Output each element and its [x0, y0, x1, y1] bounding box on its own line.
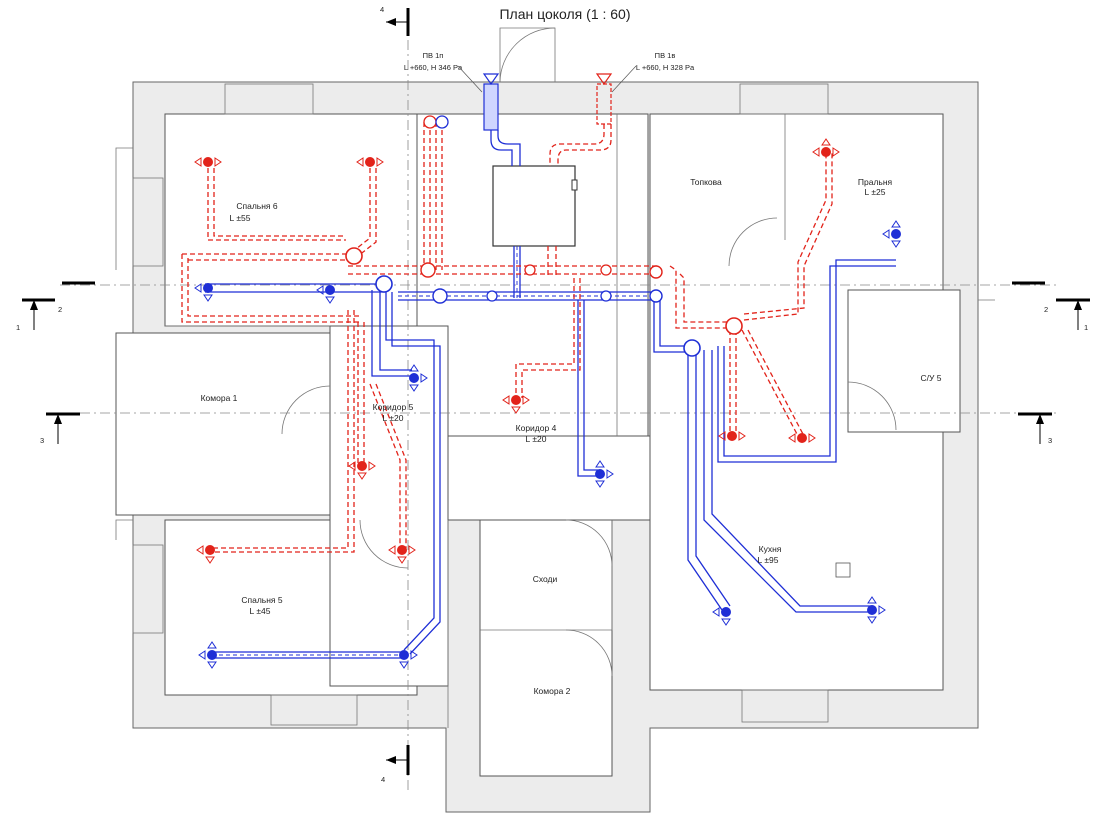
- room-flow-corridor-5: L ±20: [383, 413, 404, 423]
- room-flow-bedroom-5: L ±45: [250, 606, 271, 616]
- room-flow-kitchen: L ±95: [758, 555, 779, 565]
- room-name-laundry: Пральня: [858, 177, 893, 187]
- section-markers: 1 2 3 2 1 3 4 4: [16, 5, 1090, 784]
- room-name-storage-1: Комора 1: [201, 393, 238, 403]
- room-name-bedroom-6: Спальня 6: [236, 201, 278, 211]
- unit-pv1p-name: ПВ 1п: [423, 51, 444, 60]
- room-name-wc-5: С/У 5: [921, 373, 942, 383]
- room-name-corridor-5: Коридор 5: [373, 402, 414, 412]
- section-label-1-left: 1: [16, 323, 20, 332]
- section-label-4-top: 4: [380, 5, 384, 14]
- room-name-stairs: Сходи: [533, 574, 558, 584]
- section-label-3-left: 3: [40, 436, 44, 445]
- section-label-2-left: 2: [58, 305, 62, 314]
- room-name-boiler: Топкова: [690, 177, 722, 187]
- section-label-1-right: 1: [1084, 323, 1088, 332]
- room-flow-laundry: L ±25: [865, 187, 886, 197]
- doors: [281, 27, 897, 677]
- duct-fittings: [345, 115, 743, 357]
- extract-grilles: [194, 220, 901, 669]
- room-labels: Спальня 6 L ±55 Топкова Пральня L ±25 Ко…: [201, 177, 942, 696]
- room-name-storage-2: Комора 2: [534, 686, 571, 696]
- section-label-2-right: 2: [1044, 305, 1048, 314]
- outer-walls: [115, 81, 995, 813]
- plan-title: План цоколя (1 : 60): [499, 6, 630, 22]
- extract-ducts: [205, 73, 896, 659]
- supply-diffusers: [194, 138, 840, 564]
- kitchen-hood-mark: [835, 562, 851, 578]
- recuperator-unit: [492, 165, 578, 247]
- room-name-kitchen: Кухня: [759, 544, 782, 554]
- section-label-4-bottom: 4: [381, 775, 385, 784]
- room-flow-corridor-4: L ±20: [526, 434, 547, 444]
- unit-pv1v-params: L +660, H 328 Pa: [636, 63, 695, 72]
- section-label-3-right: 3: [1048, 436, 1052, 445]
- supply-ducts: [181, 73, 833, 553]
- room-name-corridor-4: Коридор 4: [516, 423, 557, 433]
- room-name-bedroom-5: Спальня 5: [241, 595, 283, 605]
- room-flow-bedroom-6: L ±55: [230, 213, 251, 223]
- unit-pv1p-params: L +660, H 346 Pa: [404, 63, 463, 72]
- unit-pv1v-name: ПВ 1в: [655, 51, 676, 60]
